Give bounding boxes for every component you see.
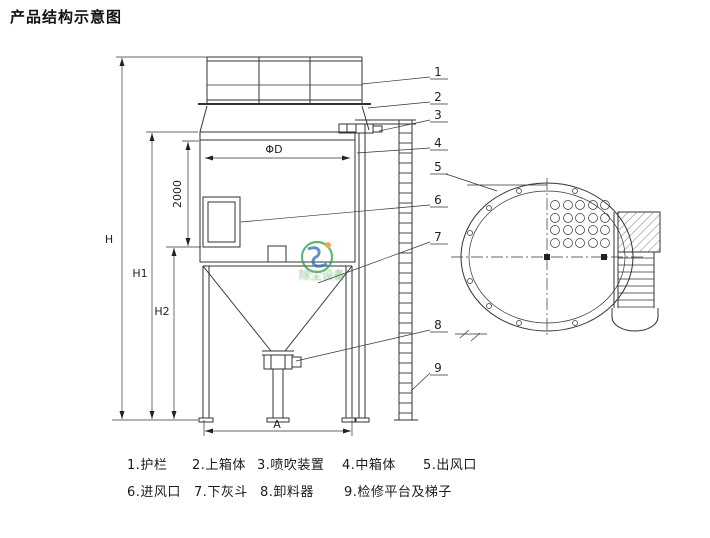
callout-5: 5	[434, 160, 442, 174]
H1-label: H1	[132, 267, 147, 280]
flange-bolts	[467, 188, 578, 326]
legend-item-2: 2.上箱体	[192, 458, 246, 473]
dimension-H1: H1	[132, 131, 198, 419]
watermark-logo	[300, 240, 334, 274]
dimension-H: H	[105, 56, 207, 421]
page-title: 产品结构示意图	[10, 8, 123, 26]
A-label: A	[273, 418, 281, 431]
callout-3: 3	[434, 108, 442, 122]
callouts: 1 2 3 4 5 6 7	[240, 65, 498, 392]
legend-item-8: 8.卸料器	[260, 485, 314, 500]
callout-7: 7	[434, 230, 442, 244]
callout-1: 1	[434, 65, 442, 79]
legend-item-9: 9.检修平台及梯子	[344, 485, 452, 500]
callout-2: 2	[434, 90, 442, 104]
guardrail	[206, 56, 363, 104]
dimension-H2: H2	[154, 246, 201, 419]
dimension-ticks	[455, 329, 487, 342]
hopper	[200, 245, 355, 352]
ladder-platform	[354, 119, 418, 423]
legend-item-5: 5.出风口	[423, 458, 477, 473]
H2-label: H2	[154, 305, 169, 318]
upper-box	[198, 103, 371, 133]
top-view	[451, 178, 661, 342]
support-legs	[198, 266, 357, 423]
dimension-A: A	[203, 418, 353, 436]
discharger	[262, 350, 302, 423]
height-2000-label: 2000	[171, 180, 184, 208]
legend-item-1: 1.护栏	[127, 458, 168, 473]
legend-item-6: 6.进风口	[127, 485, 181, 500]
H-label: H	[105, 233, 113, 246]
dimension-phiD: ΦD	[205, 143, 350, 161]
callout-8: 8	[434, 318, 442, 332]
dimension-2000: 2000	[171, 140, 199, 246]
legend-item-7: 7.下灰斗	[194, 485, 248, 500]
legend-item-4: 4.中箱体	[342, 458, 396, 473]
inlet	[202, 196, 241, 248]
callout-6: 6	[434, 193, 442, 207]
callout-4: 4	[434, 136, 442, 150]
callout-9: 9	[434, 361, 442, 375]
legend-item-3: 3.喷吹装置	[257, 458, 325, 473]
phiD-label: ΦD	[265, 143, 282, 156]
outlet-duct	[611, 211, 661, 332]
watermark-text: 除尘设备	[299, 268, 345, 282]
tube-holes	[550, 200, 610, 248]
